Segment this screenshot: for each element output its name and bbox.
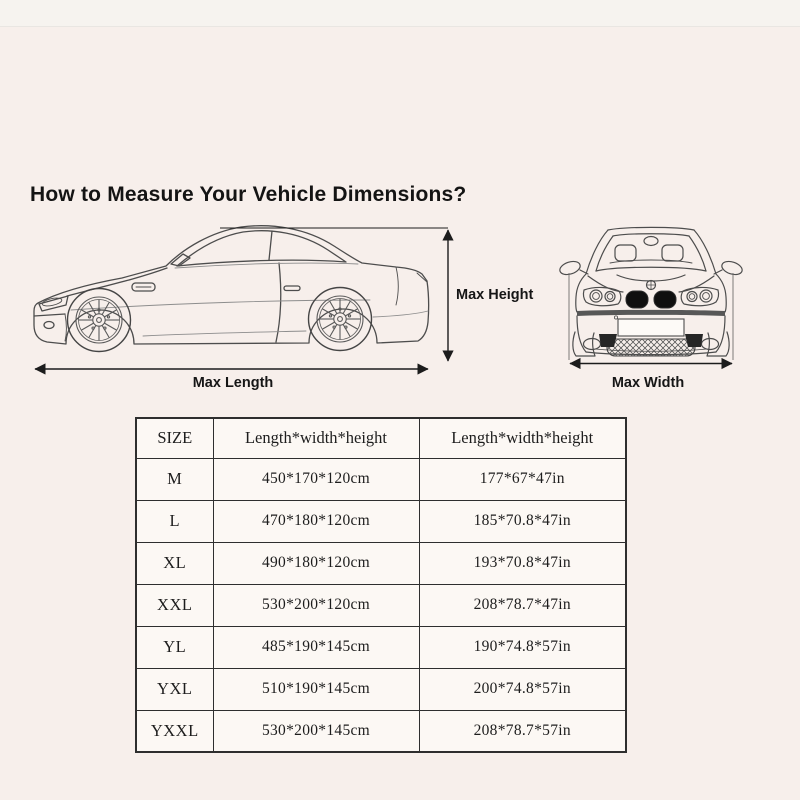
in-cell: 185*70.8*47in [418,499,627,543]
car-front-body [559,226,743,357]
car-front-view-illustration [559,226,743,370]
car-front-mesh-intake [606,338,696,357]
car-side-body [33,225,430,345]
in-cell: 193*70.8*47in [418,541,627,585]
car-front-kidney-grille [625,290,677,309]
size-cell: XL [135,541,214,585]
table-row: M 450*170*120cm 177*67*47in [135,457,627,501]
size-cell: YXXL [135,709,214,753]
in-cell: 208*78.7*57in [418,709,627,753]
cm-cell: 450*170*120cm [212,457,420,501]
size-table: SIZE Length*width*height Length*width*he… [135,417,627,753]
in-cell: 200*74.8*57in [418,667,627,711]
max-length-label: Max Length [192,375,274,391]
size-cell: XXL [135,583,214,627]
cm-column-header: Length*width*height [212,417,420,459]
in-cell: 208*78.7*47in [418,583,627,627]
table-row: YXXL 530*200*145cm 208*78.7*57in [135,709,627,753]
in-cell: 190*74.8*57in [418,625,627,669]
cm-cell: 490*180*120cm [212,541,420,585]
table-row: XXL 530*200*120cm 208*78.7*47in [135,583,627,627]
cm-cell: 530*200*120cm [212,583,420,627]
size-cell: YXL [135,667,214,711]
table-row: YXL 510*190*145cm 200*74.8*57in [135,667,627,711]
size-column-header: SIZE [135,417,214,459]
in-column-header: Length*width*height [418,417,627,459]
measurement-diagram: Max Height Max Length Max Width [0,210,800,410]
table-header-row: SIZE Length*width*height Length*width*he… [135,417,627,459]
car-front-license-plate [617,318,685,337]
in-cell: 177*67*47in [418,457,627,501]
size-cell: M [135,457,214,501]
cm-cell: 470*180*120cm [212,499,420,543]
table-row: XL 490*180*120cm 193*70.8*47in [135,541,627,585]
car-side-rear-wheel [309,288,372,351]
car-side-front-wheel [68,289,131,352]
cm-cell: 485*190*145cm [212,625,420,669]
cm-cell: 530*200*145cm [212,709,420,753]
size-cell: L [135,499,214,543]
table-row: YL 485*190*145cm 190*74.8*57in [135,625,627,669]
size-cell: YL [135,625,214,669]
top-band [0,0,800,27]
cm-cell: 510*190*145cm [212,667,420,711]
page-title: How to Measure Your Vehicle Dimensions? [30,183,467,206]
max-height-label: Max Height [456,287,534,303]
max-width-label: Max Width [611,375,685,391]
car-side-view-illustration [33,225,454,375]
car-front-tires [599,334,703,347]
car-front-bumper-strip [577,309,725,316]
table-row: L 470*180*120cm 185*70.8*47in [135,499,627,543]
